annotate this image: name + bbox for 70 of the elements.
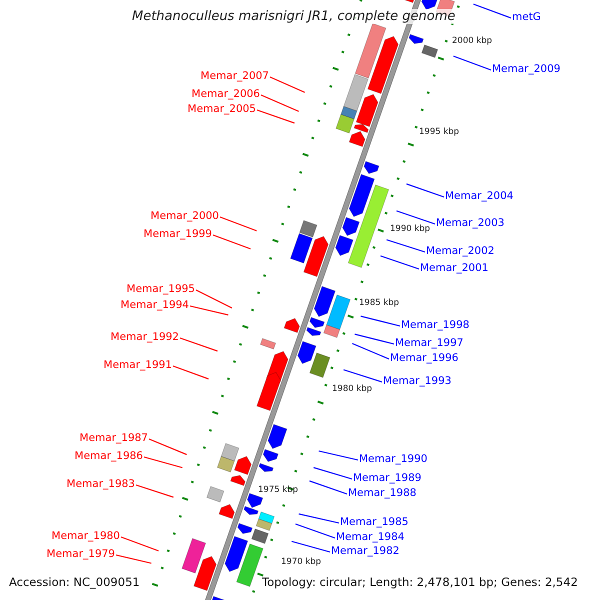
scale-label: 1990 kbp (390, 224, 430, 235)
scale-label: 1975 kbp (258, 485, 298, 496)
map-title: Methanoculleus marisnigri JR1, complete genome (130, 9, 458, 24)
leader-line (120, 536, 159, 552)
leader-line (298, 513, 340, 524)
gene-label: metG (512, 10, 541, 24)
gene-label: Memar_1979 (46, 548, 115, 560)
gene-label: Memar_1997 (395, 336, 464, 350)
gene-label: Memar_1987 (80, 432, 148, 444)
leader-line (295, 523, 336, 539)
scale-label: 1970 kbp (281, 557, 322, 568)
leader-line (318, 450, 358, 461)
leader-line (352, 343, 390, 360)
gene-label: Memar_1992 (110, 330, 179, 344)
footer-text: Topology: circular; Length: 2,478,101 bp; Genes: 2,542 (262, 575, 578, 589)
leader-line (180, 337, 218, 352)
leader-line (396, 210, 436, 225)
leader-line (256, 109, 295, 124)
leader-line (354, 334, 394, 345)
gene-label: Memar_2005 (188, 102, 256, 116)
leader-line (343, 369, 382, 383)
gene-label: Memar_1985 (340, 516, 408, 528)
gene-label: Memar_1995 (126, 282, 195, 296)
leader-line (212, 234, 251, 250)
gene-label: Memar_2003 (436, 216, 504, 230)
leader-line (386, 239, 426, 253)
gene-label: Memar_1986 (74, 450, 143, 462)
leader-line (136, 484, 174, 498)
gene-label: Memar_1982 (331, 544, 400, 558)
leader-line (270, 76, 305, 93)
leader-line (473, 4, 512, 19)
gene-label: Memar_1989 (353, 472, 422, 484)
scale-label: 2000 kbp (452, 36, 492, 47)
leader-line (116, 554, 152, 564)
gene-label: Memar_1991 (104, 358, 172, 372)
leader-line (406, 183, 444, 198)
gene-label: Memar_1999 (144, 228, 212, 240)
leader-line (292, 540, 330, 553)
gene-label: Memar_1996 (390, 352, 458, 364)
leader-line (172, 365, 209, 380)
gene-label: Memar_1998 (401, 318, 470, 332)
gene-label: Memar_2009 (492, 62, 560, 76)
scale-label: 1985 kbp (359, 298, 400, 309)
leader-line (196, 290, 232, 308)
footer-text: Accession: NC_009051 (9, 575, 140, 589)
gene-label: Memar_2000 (150, 210, 219, 222)
scale-label: 1980 kbp (332, 384, 372, 395)
leader-line (313, 467, 352, 480)
leader-line (144, 456, 182, 468)
gene-label: Memar_2002 (426, 244, 494, 258)
leader-line (190, 305, 228, 316)
gene-label: Memar_1983 (66, 478, 135, 490)
leader-line (148, 438, 187, 456)
leader-line (260, 94, 299, 112)
gene-label: Memar_1993 (383, 374, 452, 388)
gene-label: Memar_2004 (445, 190, 514, 202)
gene-label: Memar_1988 (348, 486, 416, 500)
gene-label: Memar_1984 (336, 530, 404, 544)
leader-line (309, 480, 348, 495)
leader-line (453, 56, 492, 71)
scale-label: 1995 kbp (419, 127, 460, 138)
leader-line (360, 316, 400, 327)
gene-label: Memar_2006 (192, 88, 260, 100)
gene-label: Memar_1994 (120, 298, 189, 312)
leader-line (380, 255, 420, 270)
gene-label: Memar_2007 (200, 70, 269, 82)
gene-label: Memar_1980 (52, 530, 120, 542)
gene-label: Memar_1990 (359, 452, 428, 466)
gene-label: Memar_2001 (420, 262, 488, 274)
leader-line (220, 216, 257, 232)
